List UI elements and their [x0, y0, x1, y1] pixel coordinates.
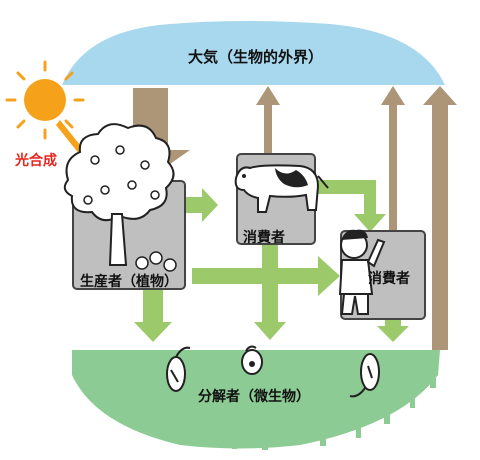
ground-roots	[80, 372, 436, 450]
consumer1-to-atmosphere-arrow	[256, 86, 280, 158]
consumer2-to-decomposer-arrow	[377, 318, 409, 342]
consumer1-branch-arrow	[262, 245, 278, 268]
atmosphere-label: 大気（生物的外界）	[188, 48, 324, 66]
atmosphere-dome	[62, 21, 445, 85]
person-icon	[338, 229, 386, 315]
consumer2-to-atmosphere-arrow	[381, 86, 405, 235]
consumer2-label: 消費者	[368, 271, 410, 287]
sun-icon	[5, 60, 85, 140]
microbe-icon	[349, 353, 380, 398]
microbe-icon	[241, 345, 263, 375]
decomposer-to-atmosphere-arrow	[423, 86, 457, 350]
consumer1-to-consumer2-arrow	[316, 180, 386, 232]
consumer1-label: 消費者	[243, 230, 285, 246]
decomposer-label: 分解者（微生物）	[198, 389, 310, 405]
microbe-icon	[166, 346, 191, 392]
cow-icon	[234, 164, 329, 213]
producer-to-decomposer-arrow	[134, 290, 172, 342]
producer-to-consumer1-arrow	[184, 188, 218, 222]
producer-label: 生産者（植物）	[80, 274, 178, 290]
tree-icon	[63, 123, 177, 272]
consumer1-to-decomposer-arrow	[254, 268, 286, 340]
photosynthesis-label: 光合成	[15, 153, 57, 169]
ground-area	[72, 350, 440, 449]
